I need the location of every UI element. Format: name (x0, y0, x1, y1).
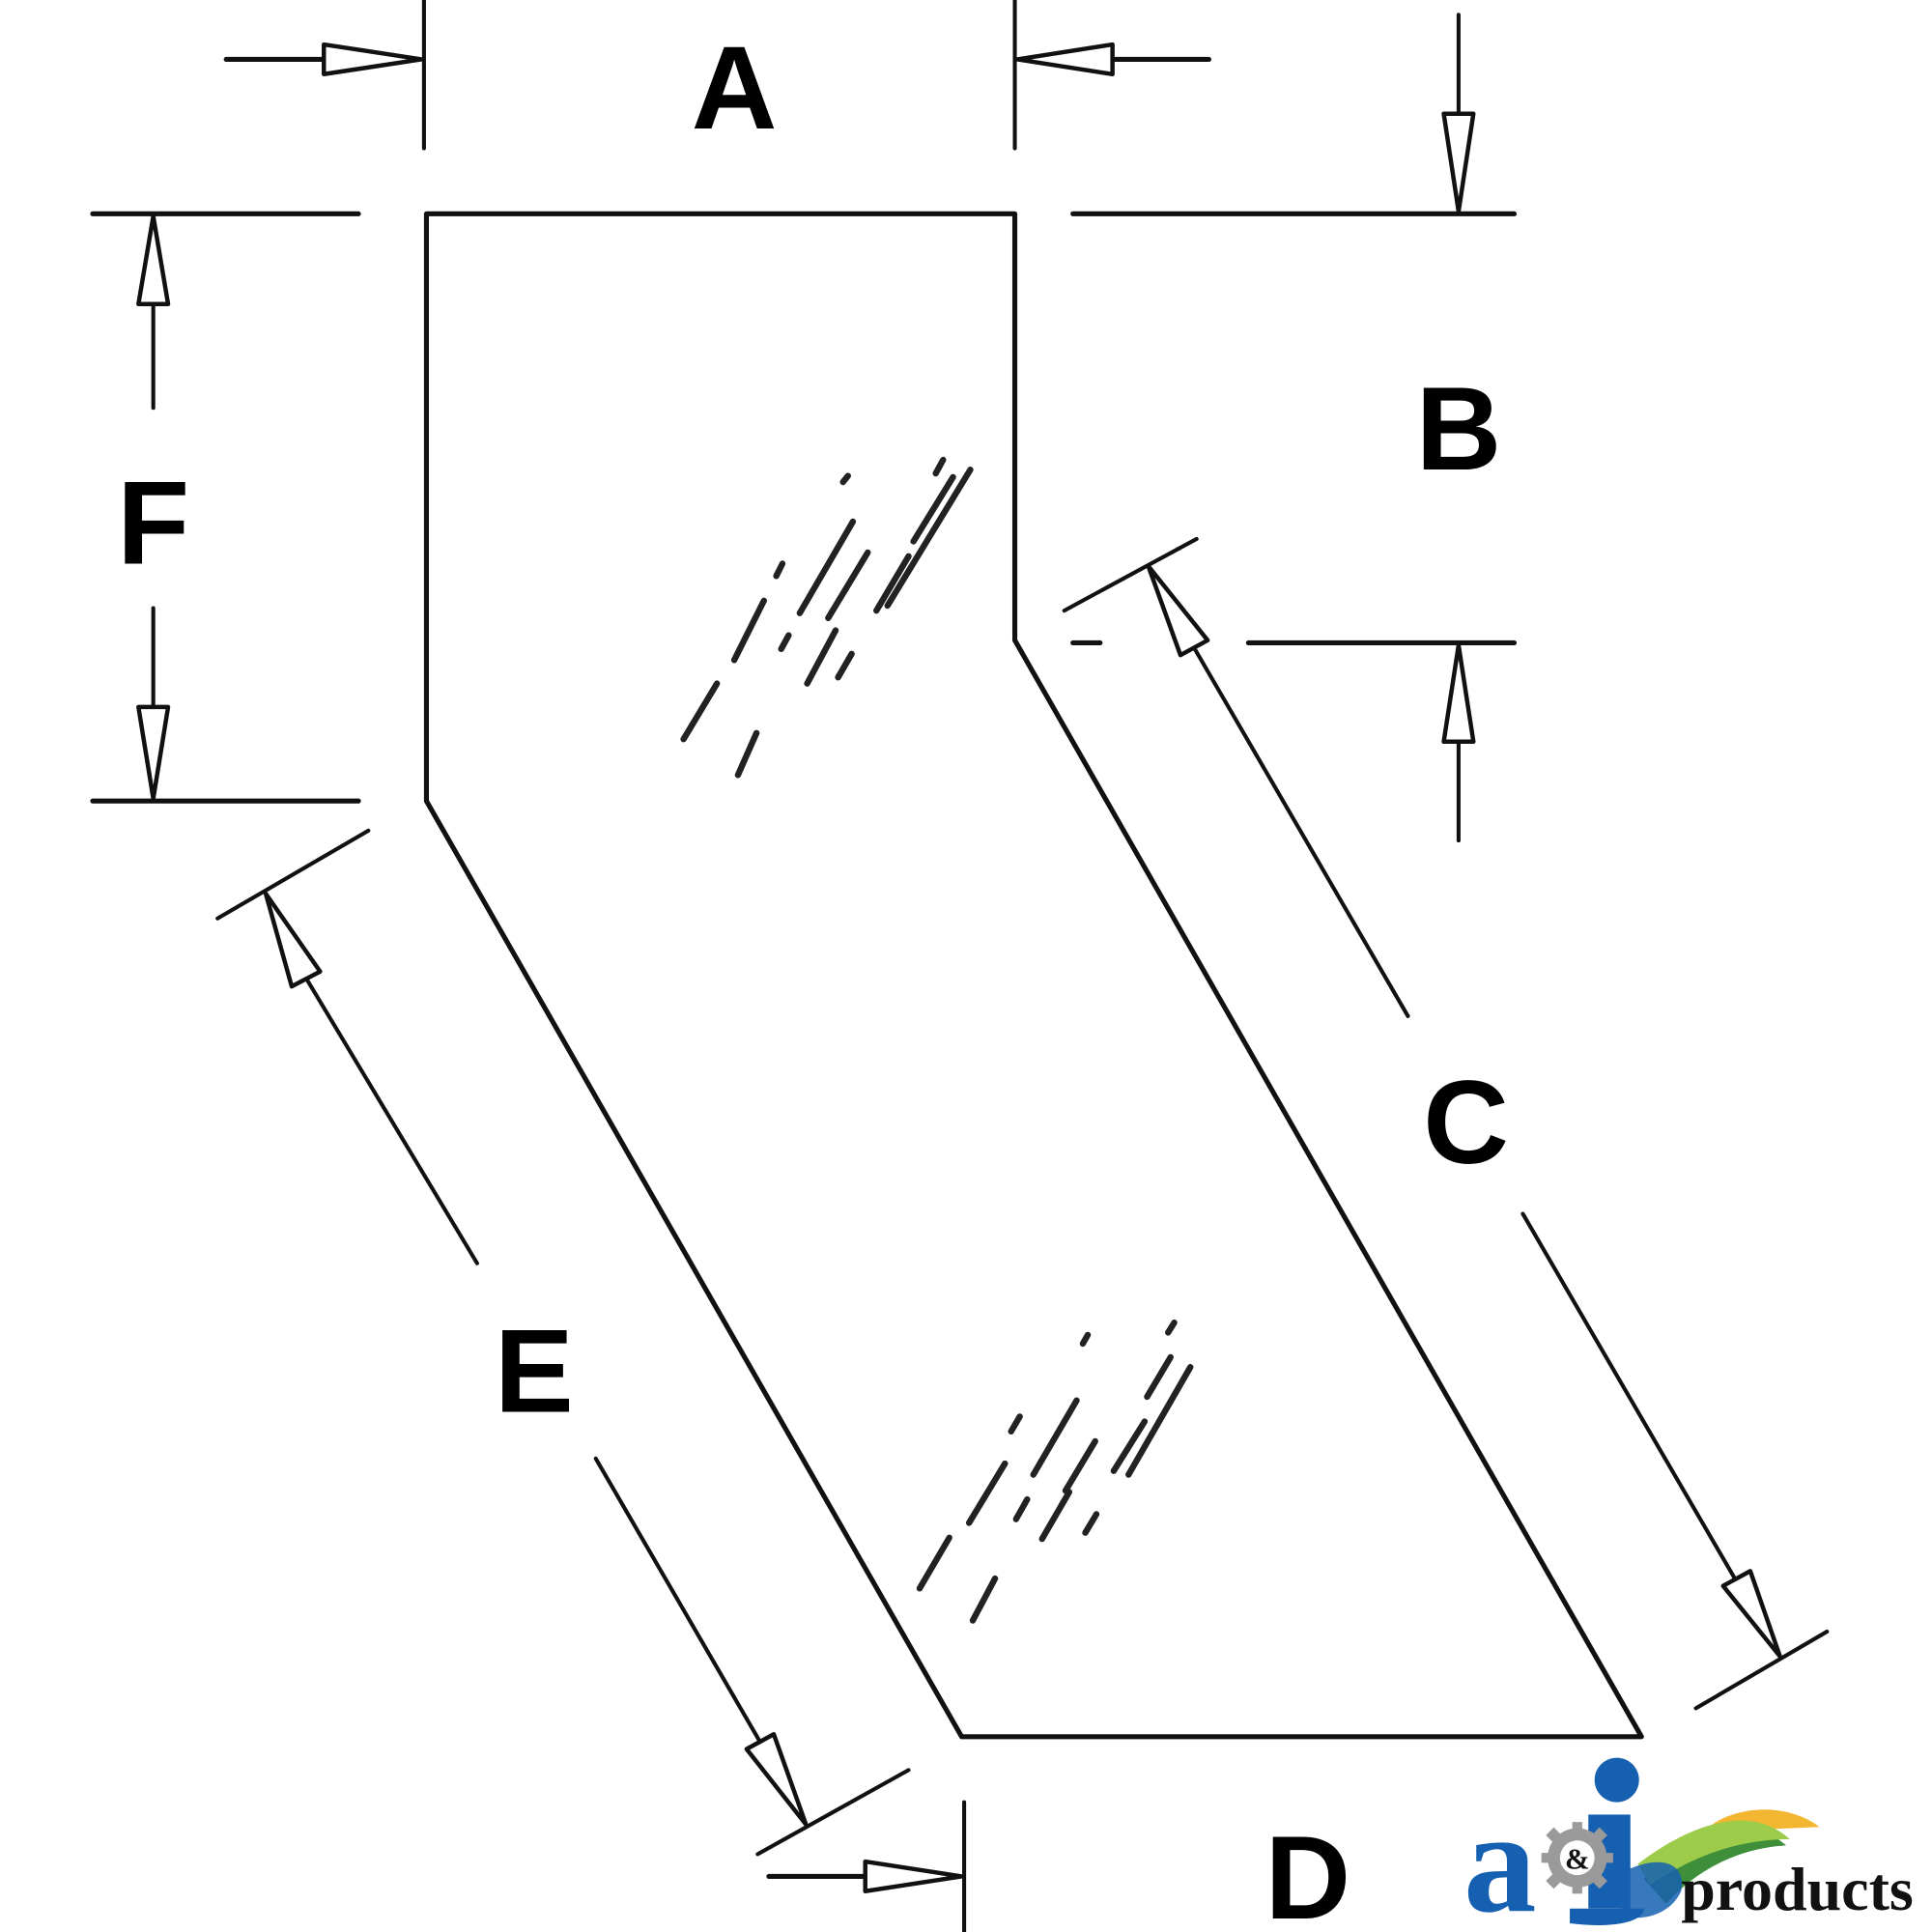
logo-ampersand: & (1565, 1843, 1590, 1876)
logo-i-base (1570, 1908, 1644, 1925)
label-c: C (1423, 1057, 1509, 1189)
label-d: D (1264, 1812, 1350, 1932)
dimension-d: D (766, 1800, 1350, 1932)
label-a: A (692, 22, 778, 155)
logo-letter-a: a (1463, 1780, 1537, 1932)
arrow-down-icon (136, 704, 171, 801)
dimension-e: E (215, 828, 911, 1857)
arrow-up-icon (1441, 642, 1476, 744)
arrow-down-right-icon (744, 1732, 809, 1827)
arrow-down-icon (1441, 111, 1476, 214)
ai-products-logo: a & products (1463, 1757, 1914, 1932)
dimension-f: F (90, 211, 361, 804)
arrow-right-icon (322, 42, 424, 77)
logo-wordmark: products (1681, 1855, 1914, 1923)
arrow-left-icon (1014, 42, 1115, 77)
glass-panel-outline (423, 211, 1644, 1740)
dimension-c: C (1062, 536, 1830, 1711)
dimension-a: A (223, 0, 1211, 155)
extension-line-c-bottom (1693, 1630, 1830, 1711)
extension-line-c-top (1062, 536, 1199, 613)
logo-i-dot (1594, 1757, 1639, 1803)
gear-icon: & (1541, 1822, 1613, 1894)
glass-reflection-upper-icon (680, 456, 974, 779)
arrow-down-right-icon (1720, 1569, 1782, 1659)
dimension-b: B (1070, 13, 1518, 843)
arrow-up-icon (136, 213, 171, 307)
label-e: E (495, 1305, 574, 1437)
label-b: B (1416, 363, 1502, 496)
extension-line-e-bottom (755, 1768, 911, 1857)
arrow-up-left-icon (263, 891, 323, 989)
arrow-right-icon (863, 1859, 964, 1894)
field-swoosh-icon (1621, 1861, 1683, 1918)
label-f: F (117, 457, 189, 589)
extension-line-e-top (215, 828, 371, 921)
arrow-up-left-icon (1146, 563, 1210, 658)
glass-reflection-lower-icon (916, 1319, 1194, 1624)
